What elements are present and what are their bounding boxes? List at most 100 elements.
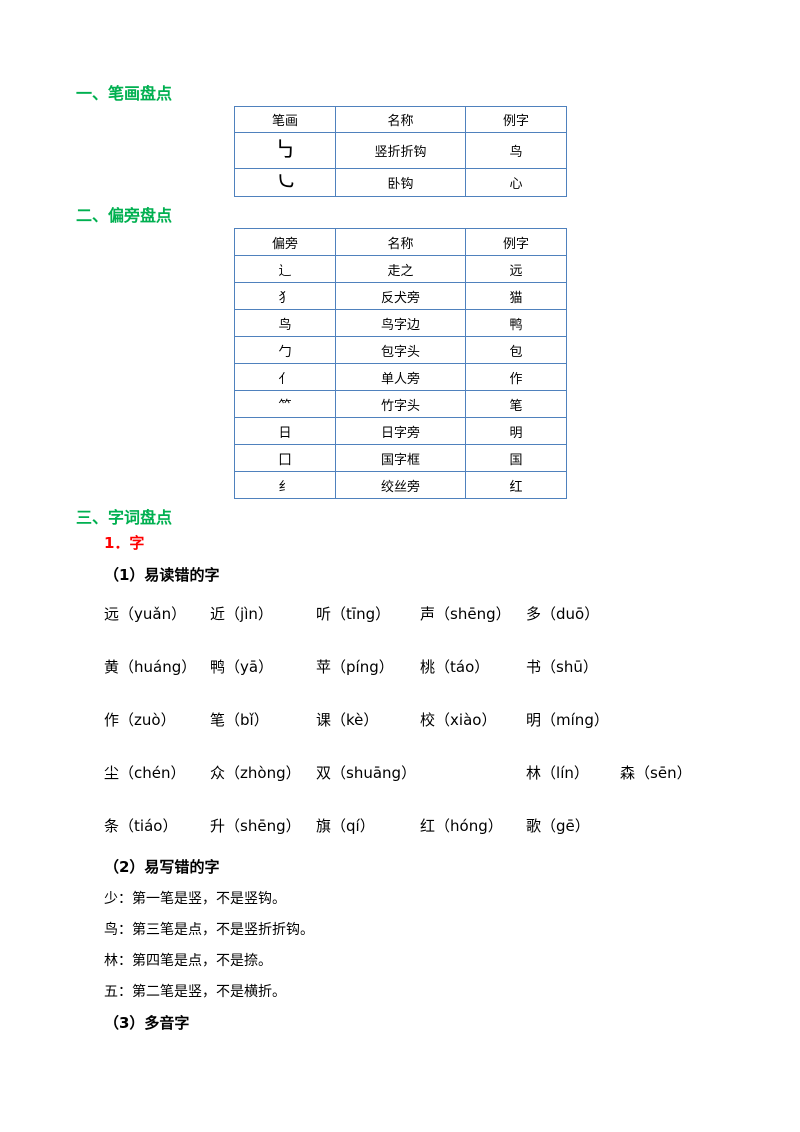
example-cell: 国: [465, 444, 567, 472]
pronunciation-item: 森（sēn）: [620, 762, 692, 783]
header-cell: 例字: [465, 106, 567, 133]
paren-close: ）: [171, 605, 187, 623]
char: 笔: [210, 711, 226, 729]
pinyin: duō: [556, 605, 585, 623]
table-header-row: 笔画 名称 例字: [234, 106, 567, 133]
pinyin: zhòng: [240, 764, 286, 782]
radical-cell: 鸟: [234, 309, 336, 337]
pronunciation-item: 笔（bǐ）: [210, 709, 269, 730]
pinyin: míng: [556, 711, 594, 729]
radical-cell: 纟: [234, 471, 336, 499]
table-row: 亻 单人旁 作: [234, 363, 567, 391]
char: 众: [210, 764, 226, 782]
paren-close: ）: [253, 711, 269, 729]
paren-close: ）: [285, 764, 301, 782]
pronunciation-item: 条（tiáo）: [104, 815, 177, 836]
char: 森: [620, 764, 636, 782]
table-row: ㇉ 竖折折钩 鸟: [234, 132, 567, 169]
miswrite-note: 鸟：第三笔是点，不是竖折折钩。: [104, 922, 314, 938]
pronunciation-item: 升（shēng）: [210, 815, 301, 836]
section-title-strokes: 一、笔画盘点: [76, 84, 173, 103]
name-cell: 反犬旁: [335, 282, 466, 310]
char: 声: [420, 605, 436, 623]
char: 近: [210, 605, 226, 623]
example-cell: 作: [465, 363, 567, 391]
pronunciation-item: 校（xiào）: [420, 709, 496, 730]
char: 鸭: [210, 658, 226, 676]
paren-open: （: [541, 817, 557, 835]
paren-open: （: [225, 605, 241, 623]
char: 旗: [316, 817, 332, 835]
example-cell: 鸟: [465, 132, 567, 169]
example-cell: 笔: [465, 390, 567, 418]
table-row: ⺮ 竹字头 笔: [234, 390, 567, 418]
paren-close: ）: [359, 817, 375, 835]
table-row: 勹 包字头 包: [234, 336, 567, 364]
paren-close: ）: [574, 817, 590, 835]
char: 课: [316, 711, 332, 729]
pronunciation-item: 近（jìn）: [210, 603, 273, 624]
paren-close: ）: [573, 764, 589, 782]
paren-close: ）: [363, 711, 379, 729]
pinyin: gē: [556, 817, 575, 835]
name-cell: 竖折折钩: [335, 132, 466, 169]
paren-open: （: [119, 817, 135, 835]
pronunciation-item: 作（zuò）: [104, 709, 176, 730]
header-cell: 名称: [335, 228, 466, 256]
example-cell: 远: [465, 255, 567, 283]
name-cell: 卧钩: [335, 168, 466, 197]
name-cell: 走之: [335, 255, 466, 283]
char: 条: [104, 817, 120, 835]
section-title-words: 三、字词盘点: [76, 508, 173, 527]
example-cell: 包: [465, 336, 567, 364]
example-cell: 明: [465, 417, 567, 445]
char: 歌: [526, 817, 542, 835]
pronunciation-item: 书（shū）: [526, 656, 598, 677]
char: 多: [526, 605, 542, 623]
strokes-table: 笔画 名称 例字 ㇉ 竖折折钩 鸟 ㇃ 卧钩 心: [234, 106, 567, 197]
paren-open: （: [635, 764, 651, 782]
header-cell: 例字: [465, 228, 567, 256]
pinyin: píng: [346, 658, 379, 676]
paren-open: （: [541, 605, 557, 623]
pronunciation-item: 多（duō）: [526, 603, 599, 624]
pinyin: jìn: [240, 605, 258, 623]
name-cell: 绞丝旁: [335, 471, 466, 499]
radical-cell: 囗: [234, 444, 336, 472]
paren-open: （: [119, 605, 135, 623]
stroke-cell: ㇃: [234, 168, 336, 197]
paren-close: ）: [378, 658, 394, 676]
paren-close: ）: [375, 605, 391, 623]
paren-open: （: [331, 658, 347, 676]
miswrite-note: 少：第一笔是竖，不是竖钩。: [104, 891, 286, 907]
pinyin: bǐ: [240, 711, 254, 729]
pronunciation-item: 听（tīng）: [316, 603, 390, 624]
example-cell: 鸭: [465, 309, 567, 337]
example-cell: 心: [465, 168, 567, 197]
name-cell: 竹字头: [335, 390, 466, 418]
name-cell: 鸟字边: [335, 309, 466, 337]
char: 校: [420, 711, 436, 729]
char: 苹: [316, 658, 332, 676]
misread-title: （1）易读错的字: [104, 566, 220, 584]
pronunciation-item: 旗（qí）: [316, 815, 375, 836]
example-cell: 猫: [465, 282, 567, 310]
paren-close: ）: [584, 605, 600, 623]
paren-open: （: [541, 764, 557, 782]
pinyin: hóng: [450, 817, 488, 835]
table-row: 囗 国字框 国: [234, 444, 567, 472]
miswrite-note: 五：第二笔是竖，不是横折。: [104, 984, 286, 1000]
pronunciation-item: 红（hóng）: [420, 815, 503, 836]
paren-open: （: [435, 605, 451, 623]
char: 黄: [104, 658, 120, 676]
char: 双: [316, 764, 332, 782]
paren-close: ）: [401, 764, 417, 782]
pronunciation-item: 林（lín）: [526, 762, 589, 783]
pronunciation-item: 苹（píng）: [316, 656, 394, 677]
radical-cell: 辶: [234, 255, 336, 283]
pronunciation-item: 尘（chén）: [104, 762, 186, 783]
pronunciation-item: 明（míng）: [526, 709, 609, 730]
char: 明: [526, 711, 542, 729]
paren-open: （: [119, 764, 135, 782]
pinyin: zuò: [134, 711, 161, 729]
